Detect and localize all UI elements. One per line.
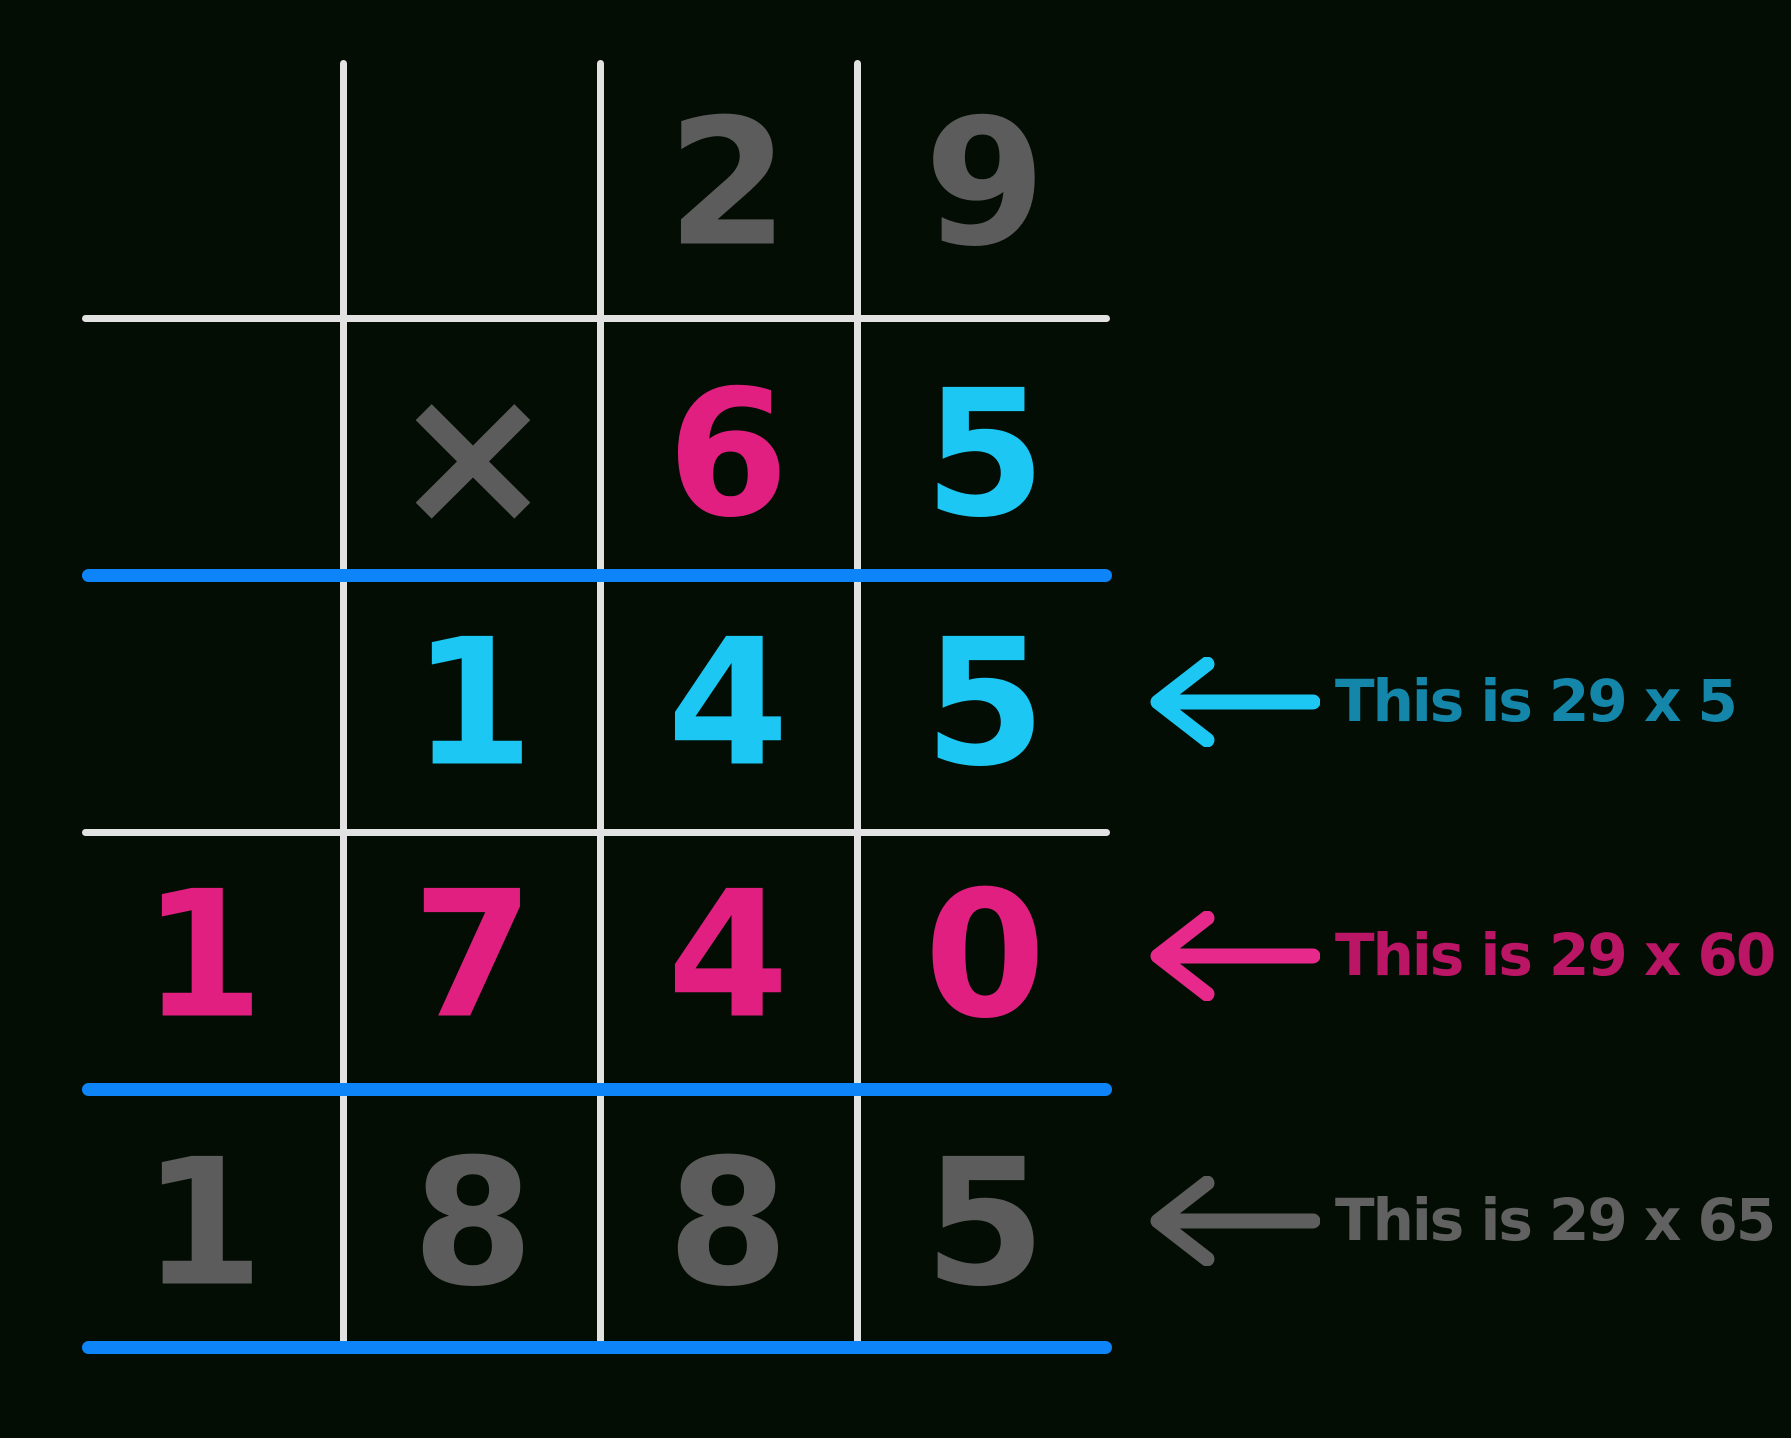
separator-line-under-partial-product-1 [82, 829, 1110, 836]
digit-partial1-tens: 4 [667, 602, 789, 806]
digit-multiplicand-ones: 9 [924, 82, 1046, 286]
answer-line-under-partial-product-2 [82, 1083, 1112, 1096]
digit-product-hundreds: 8 [412, 1122, 534, 1326]
digit-product-ones: 5 [924, 1122, 1046, 1326]
digit-partial2-ones: 0 [924, 854, 1046, 1058]
grid-vertical-line-2 [597, 60, 604, 1346]
digit-partial1-hundreds: 1 [412, 602, 534, 806]
annotation-product: This is 29 x 65 [1335, 1186, 1776, 1254]
annotation-partial1: This is 29 x 5 [1335, 667, 1738, 735]
digit-product-tens: 8 [667, 1122, 789, 1326]
left-arrow-icon-product [1150, 1176, 1320, 1266]
answer-line-under-multiplier [82, 569, 1112, 582]
digit-partial2-tens: 4 [667, 854, 789, 1058]
multiplication-sign: × [391, 341, 555, 569]
digit-multiplicand-tens: 2 [667, 82, 789, 286]
left-arrow-icon-partial2 [1150, 911, 1320, 1001]
digit-partial2-hundreds: 7 [412, 854, 534, 1058]
separator-line-under-multiplicand [82, 315, 1110, 322]
grid-vertical-line-3 [854, 60, 861, 1346]
digit-partial2-thousands: 1 [142, 854, 264, 1058]
digit-partial1-ones: 5 [924, 602, 1046, 806]
digit-multiplier-tens: 6 [667, 353, 789, 557]
annotation-partial2: This is 29 x 60 [1335, 921, 1776, 989]
digit-product-thousands: 1 [142, 1122, 264, 1326]
grid-vertical-line-1 [340, 60, 347, 1346]
digit-multiplier-ones: 5 [924, 353, 1046, 557]
left-arrow-icon-partial1 [1150, 657, 1320, 747]
answer-line-under-product [82, 1341, 1112, 1354]
